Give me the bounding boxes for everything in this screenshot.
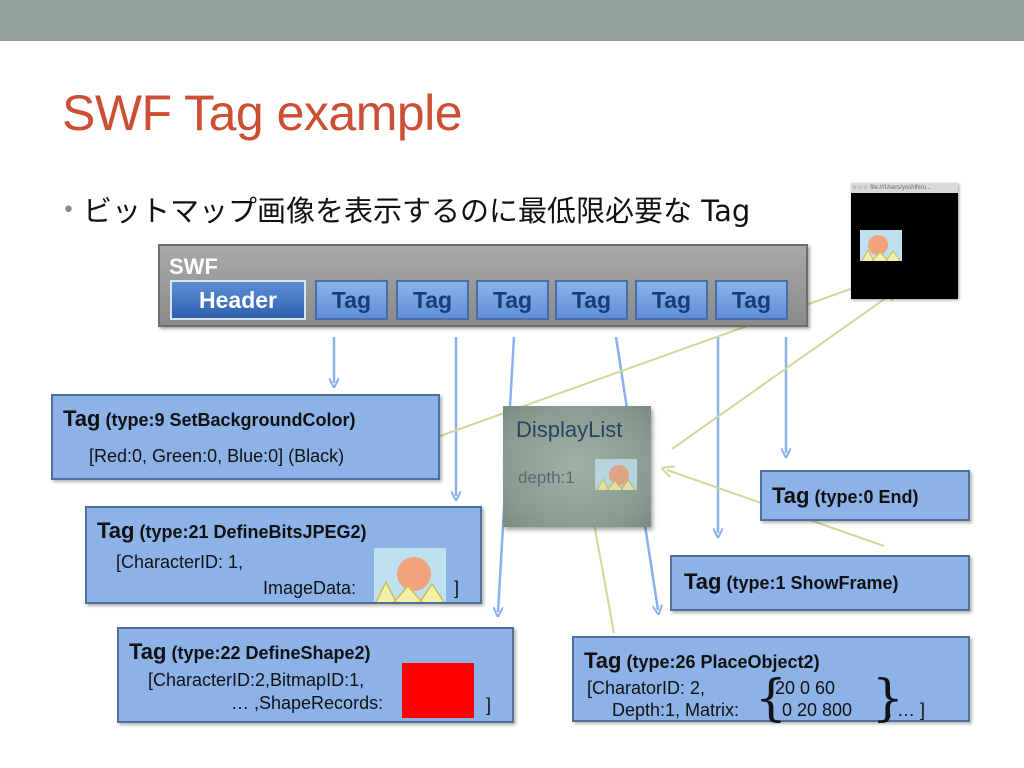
tag-box-setbackgroundcolor: Tag (type:9 SetBackgroundColor) [Red:0, …	[51, 394, 440, 480]
tag-box-title: Tag (type:22 DefineShape2)	[129, 639, 371, 665]
matrix-row-1: 20 0 60	[775, 678, 836, 698]
tag-box-showframe: Tag (type:1 ShowFrame)	[670, 555, 970, 611]
tag-label: Tag	[63, 406, 101, 431]
swf-header: Header	[170, 280, 306, 320]
swf-preview-window: ○ ○ ○ file:///Users/yoshihiro...	[851, 183, 958, 299]
bullet-text: ビットマップ画像を表示するのに最低限必要な Tag	[82, 194, 751, 228]
preview-title-bar: ○ ○ ○ file:///Users/yoshihiro...	[851, 183, 958, 193]
bullet-dot-icon: •	[62, 198, 75, 223]
tag-box-title: Tag (type:0 End)	[772, 483, 919, 509]
bullet-point: • ビットマップ画像を表示するのに最低限必要な Tag	[62, 188, 750, 230]
tag-type: (type:9 SetBackgroundColor)	[100, 410, 356, 430]
tag-params-close: ]	[486, 695, 492, 715]
display-list: DisplayList depth:1	[503, 406, 651, 527]
tag-box-definebitsjpeg2: Tag (type:21 DefineBitsJPEG2) [Character…	[85, 506, 482, 604]
tag-box-title: Tag (type:9 SetBackgroundColor)	[63, 406, 356, 432]
tag-box-placeobject2: Tag (type:26 PlaceObject2) [CharatorID: …	[572, 636, 970, 727]
display-list-title: DisplayList	[516, 417, 623, 442]
tag-params-close: ]	[454, 578, 460, 598]
swf-label: SWF	[169, 254, 218, 279]
matrix-row-2: 0 20 800	[782, 700, 853, 720]
matrix-right-brace: }	[872, 669, 904, 727]
tag-type: (type:22 DefineShape2)	[166, 643, 371, 663]
jpeg-image-data-icon	[374, 548, 446, 602]
preview-url: file:///Users/yoshihiro...	[870, 185, 931, 191]
tag-type: (type:26 PlaceObject2)	[621, 652, 820, 672]
swf-tag-5: Tag	[635, 280, 708, 320]
swf-tag-6: Tag	[715, 280, 788, 320]
tag-params-line2: … ,ShapeRecords:	[231, 693, 384, 713]
swf-tag-4: Tag	[555, 280, 628, 320]
swf-tag-1: Tag	[315, 280, 388, 320]
tag-params-line2: ImageData:	[263, 578, 357, 598]
swf-tag-3: Tag	[476, 280, 549, 320]
preview-image-icon	[860, 230, 902, 261]
tag-params-line1: [CharatorID: 2,	[587, 678, 706, 698]
top-bar	[0, 0, 1024, 41]
tag-box-title: Tag (type:21 DefineBitsJPEG2)	[97, 518, 367, 544]
arrow-displaylist-to-preview	[671, 293, 893, 450]
tag-params-line1: [CharacterID:2,BitmapID:1,	[148, 670, 365, 690]
slide-title: SWF Tag example	[62, 85, 463, 141]
tag-type: (type:1 ShowFrame)	[721, 573, 899, 593]
tag-label: Tag	[97, 518, 135, 543]
tag-label: Tag	[129, 639, 167, 664]
tag-type: (type:21 DefineBitsJPEG2)	[134, 522, 367, 542]
matrix-left-brace: {	[755, 669, 787, 727]
tag-box-title: Tag (type:26 PlaceObject2)	[584, 648, 820, 674]
tag-params-line1: [CharacterID: 1,	[116, 552, 244, 572]
shape-red-square	[402, 663, 474, 718]
display-list-depth: depth:1	[518, 468, 575, 487]
tag-label: Tag	[584, 648, 622, 673]
arrow-place-to-displaylist	[591, 507, 615, 634]
tag-params: [Red:0, Green:0, Blue:0] (Black)	[89, 446, 345, 466]
tag-params-tail: , … ]	[887, 700, 926, 720]
tag-box-end: Tag (type:0 End)	[760, 470, 970, 521]
tag-label: Tag	[772, 483, 810, 508]
tag-type: (type:0 End)	[809, 487, 919, 507]
tag-box-title: Tag (type:1 ShowFrame)	[684, 569, 899, 595]
display-list-image-icon	[595, 459, 637, 490]
tag-params-line2: Depth:1, Matrix:	[612, 700, 740, 720]
swf-tag-2: Tag	[396, 280, 469, 320]
tag-label: Tag	[684, 569, 722, 594]
